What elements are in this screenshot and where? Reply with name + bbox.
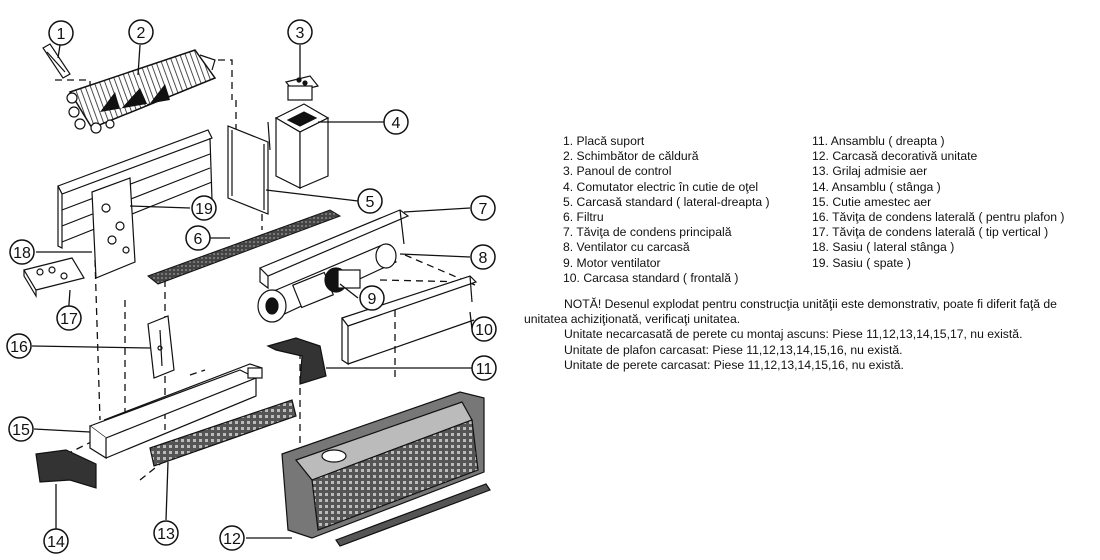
callout-2: 2 [128,19,154,45]
callout-16: 16 [6,333,32,359]
legend-item: 16. Tăviţa de condens laterală ( pentru … [812,210,1065,225]
part-18-left-chassis [91,177,136,279]
legend-item: 17. Tăviţa de condens laterală ( tip ver… [812,225,1049,240]
note-line: Unitate de plafon carcasat: Piese 11,12,… [564,342,903,357]
legend-item: 19. Sasiu ( spate ) [812,255,911,270]
legend-item: 9. Motor ventilator [563,255,661,270]
part-2-heat-exchanger [66,49,217,134]
callout-9: 9 [359,285,385,311]
legend-item: 1. Placă suport [563,134,645,148]
callout-7: 7 [470,195,496,221]
svg-text:8: 8 [479,250,488,267]
callout-3: 3 [287,19,313,45]
parts-legend-left: 1. Placă suport 2. Schimbător de căldură… [563,134,770,286]
part-3-control-panel [284,75,320,101]
parts-legend-right: 11. Ansamblu ( dreapta ) 12. Carcasă dec… [812,134,1065,271]
svg-text:13: 13 [157,526,175,543]
note-warning: NOTĂ! Desenul explodat pentru construcţi… [524,297,1057,327]
part-12-decorative-casing [281,391,491,547]
legend-item: 5. Carcasă standard ( lateral-dreapta ) [563,194,770,209]
part-1-support-plate [42,43,71,79]
legend-item: 4. Comutator electric în cutie de oţel [563,179,759,194]
callouts: 1 2 3 4 5 6 7 8 9 10 11 12 13 14 15 16 1… [6,19,497,554]
legend-item: 15. Cutie amestec aer [812,194,932,209]
callout-1: 1 [48,20,74,46]
svg-text:19: 19 [195,201,213,218]
callout-19: 19 [191,195,217,221]
callout-11: 11 [471,355,497,381]
exploded-view-diagram: 1 2 3 4 5 6 7 8 9 10 11 12 13 14 15 16 1… [6,19,497,554]
svg-text:7: 7 [479,201,488,218]
callout-5: 5 [357,188,383,214]
svg-text:16: 16 [10,339,28,356]
part-17-side-drip-tray-vertical [23,257,85,299]
legend-item: 13. Grilaj admisie aer [812,164,928,179]
svg-text:2: 2 [137,25,146,42]
part-11-assembly-right [266,337,327,385]
svg-text:11: 11 [476,361,493,378]
part-4-electric-switch-box [267,103,330,189]
legend-item: 2. Schimbător de căldură [563,149,699,164]
part-7-main-drip-tray [258,209,410,290]
part-10-front-casing [341,275,478,366]
callout-18: 18 [9,239,35,265]
svg-text:17: 17 [60,311,78,328]
part-14-assembly-left [35,449,97,489]
callout-8: 8 [470,244,496,270]
legend-item: 14. Ansamblu ( stânga ) [812,179,941,194]
part-19-rear-chassis [57,129,213,249]
callout-13: 13 [153,520,179,546]
part-15-air-mixing-box [88,363,263,460]
svg-text:15: 15 [12,422,30,439]
part-16-side-drip-tray-ceiling [147,315,175,379]
part-6-filter [146,209,342,285]
legend-item: 8. Ventilator cu carcasă [563,240,690,255]
legend-item: 7. Tăviţa de condens principală [563,225,732,240]
legend-item: 11. Ansamblu ( dreapta ) [812,134,945,148]
part-5-side-casing-right [227,125,269,215]
legend-item: 6. Filtru [563,210,604,225]
svg-text:4: 4 [392,115,401,132]
callout-6: 6 [185,225,211,251]
callout-17: 17 [56,305,82,331]
callout-15: 15 [8,416,34,442]
legend-item: 10. Carcasa standard ( frontală ) [563,270,739,285]
callout-12: 12 [219,525,245,551]
svg-text:10: 10 [475,322,493,339]
svg-text:14: 14 [47,534,65,551]
callout-4: 4 [383,109,409,135]
legend-item: 3. Panoul de control [563,164,672,179]
svg-text:3: 3 [296,25,305,42]
note-line: Unitate de perete carcasat: Piese 11,12,… [564,357,904,372]
svg-text:5: 5 [366,194,375,211]
svg-text:9: 9 [368,291,377,308]
callout-10: 10 [471,316,497,342]
callout-leader-lines [31,44,473,539]
legend-item: 12. Carcasă decorativă unitate [812,149,978,164]
callout-14: 14 [43,528,69,554]
notes-section: NOTĂ! Desenul explodat pentru construcţi… [524,297,1090,373]
part-9-fan-motor [324,267,361,293]
svg-text:12: 12 [223,531,241,548]
legend-item: 18. Sasiu ( lateral stânga ) [812,240,955,255]
svg-text:1: 1 [57,26,66,43]
svg-text:18: 18 [13,245,31,262]
svg-text:6: 6 [194,231,203,248]
part-13-air-inlet-grille [149,399,297,467]
note-line: Unitate necarcasată de perete cu montaj … [564,327,1023,342]
